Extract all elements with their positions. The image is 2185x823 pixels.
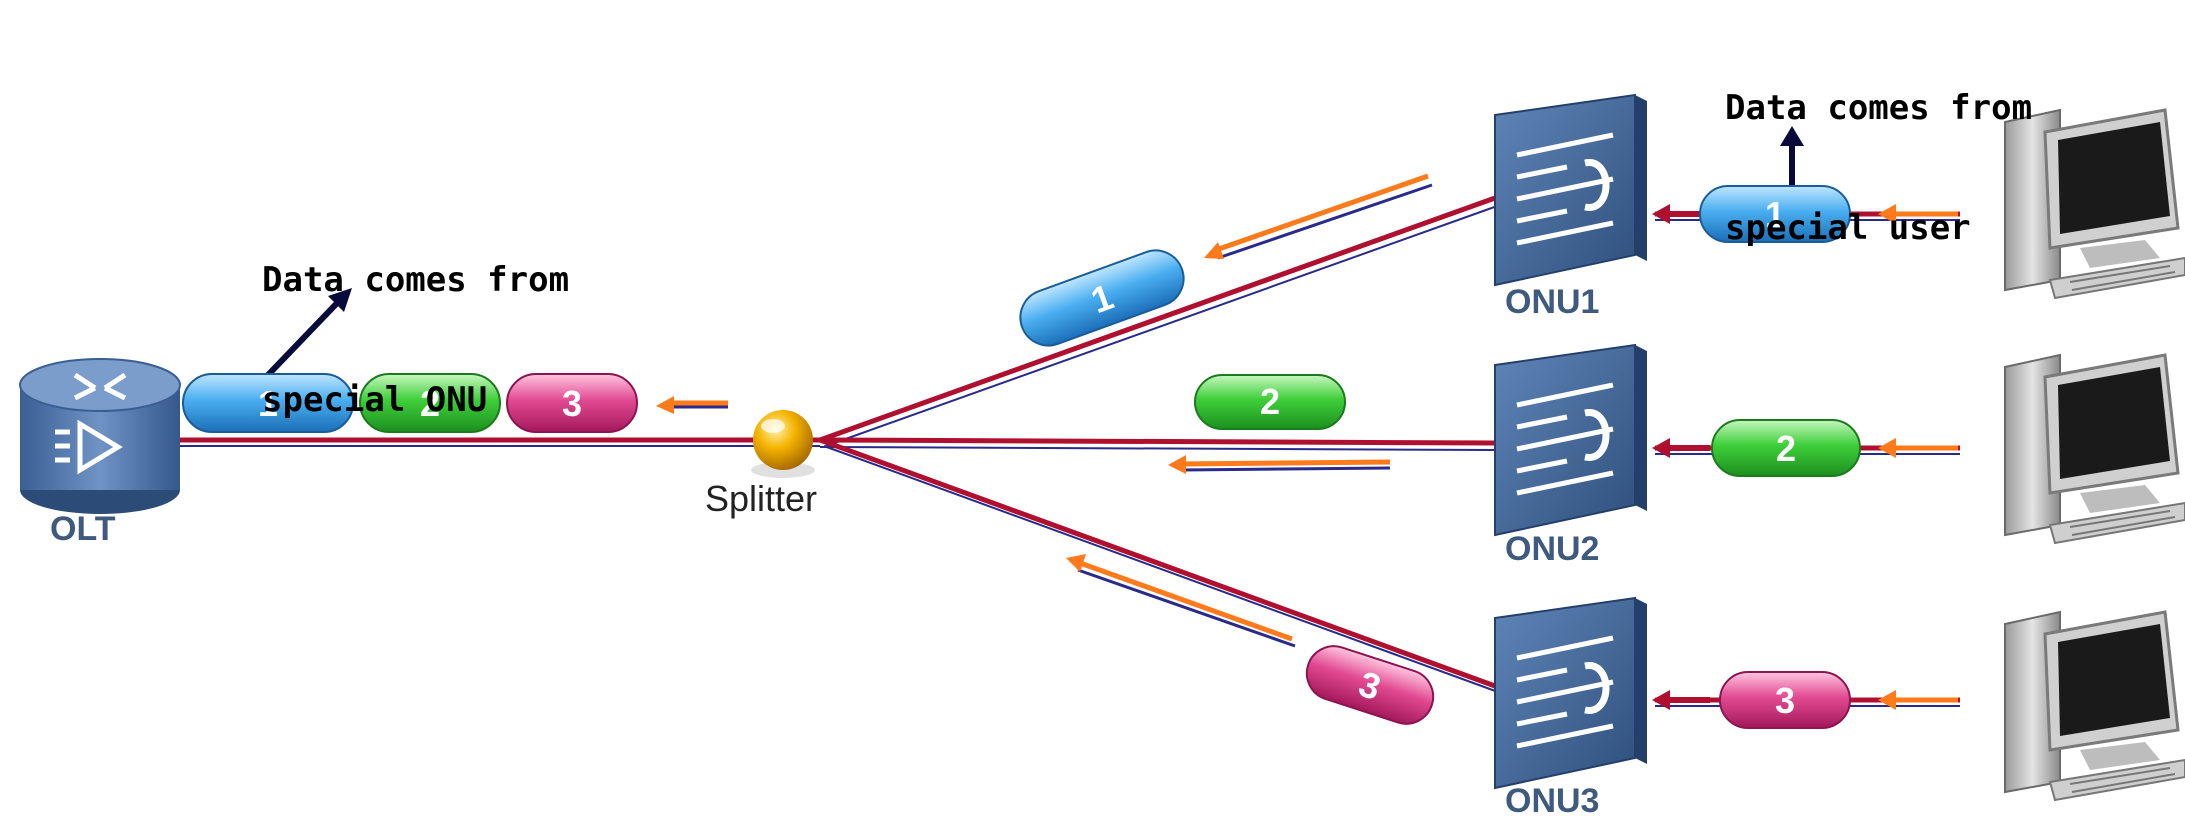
onu1-icon	[1494, 93, 1647, 287]
onu-note: Data comes from special ONU	[262, 180, 569, 460]
user-note-line1: Data comes from	[1725, 88, 2033, 128]
packet-branch-3: 3	[1305, 645, 1435, 725]
packet-trunk-1: 1	[182, 373, 354, 433]
onu2-icon	[1494, 343, 1647, 537]
olt-label: OLT	[50, 510, 116, 548]
onu-note-line1: Data comes from	[262, 260, 570, 300]
onu1-label: ONU1	[1505, 283, 1600, 321]
onu3-label: ONU3	[1505, 782, 1600, 820]
computer1-icon	[2004, 108, 2185, 300]
packet-branch-2: 2	[1194, 374, 1346, 430]
arrow-onu2-upstream	[1168, 455, 1391, 474]
packet-user-3-label: 3	[1775, 680, 1795, 721]
arrow-trunk-upstream	[656, 396, 728, 414]
olt-icon	[19, 358, 181, 514]
packet-user-1: 1	[1699, 185, 1851, 243]
splitter-label: Splitter	[705, 478, 818, 519]
computer2-icon	[2004, 353, 2185, 545]
fiber-trunk	[175, 437, 820, 447]
user-note-line2: special user	[1725, 208, 1971, 248]
onu2-label: ONU2	[1505, 530, 1600, 568]
arrow-pc2-onu2	[1652, 438, 1958, 458]
onu3-icon	[1494, 596, 1647, 790]
onu-note-line2: special ONU	[262, 380, 488, 420]
fiber-to-onu1	[819, 195, 1501, 447]
user-note: Data comes from special user	[1725, 8, 2032, 288]
splitter-icon	[751, 410, 815, 478]
packet-user-2-label: 2	[1776, 428, 1796, 469]
packet-user-1-label: 1	[1765, 194, 1785, 235]
arrow-onu1-upstream	[1204, 173, 1433, 260]
packet-trunk-2-label: 2	[420, 383, 440, 424]
packet-trunk-3: 3	[506, 373, 638, 433]
packet-user-2: 2	[1711, 419, 1861, 477]
pointer-arrow-onu-note	[265, 288, 352, 378]
packet-trunk-2: 2	[359, 373, 501, 433]
packet-branch-1: 1	[1019, 249, 1185, 347]
computer3-icon	[2004, 610, 2185, 802]
packet-trunk-3-label: 3	[562, 383, 582, 424]
packet-user-3: 3	[1719, 671, 1851, 729]
fiber-to-onu3	[819, 437, 1499, 693]
fiber-to-onu2	[819, 437, 1496, 451]
arrow-pc3-onu3	[1652, 690, 1958, 710]
arrow-onu3-upstream	[1066, 554, 1296, 648]
packet-trunk-1-label: 1	[258, 383, 278, 424]
packet-branch-2-label: 2	[1260, 381, 1280, 422]
pointer-arrow-user-note	[1780, 126, 1804, 192]
